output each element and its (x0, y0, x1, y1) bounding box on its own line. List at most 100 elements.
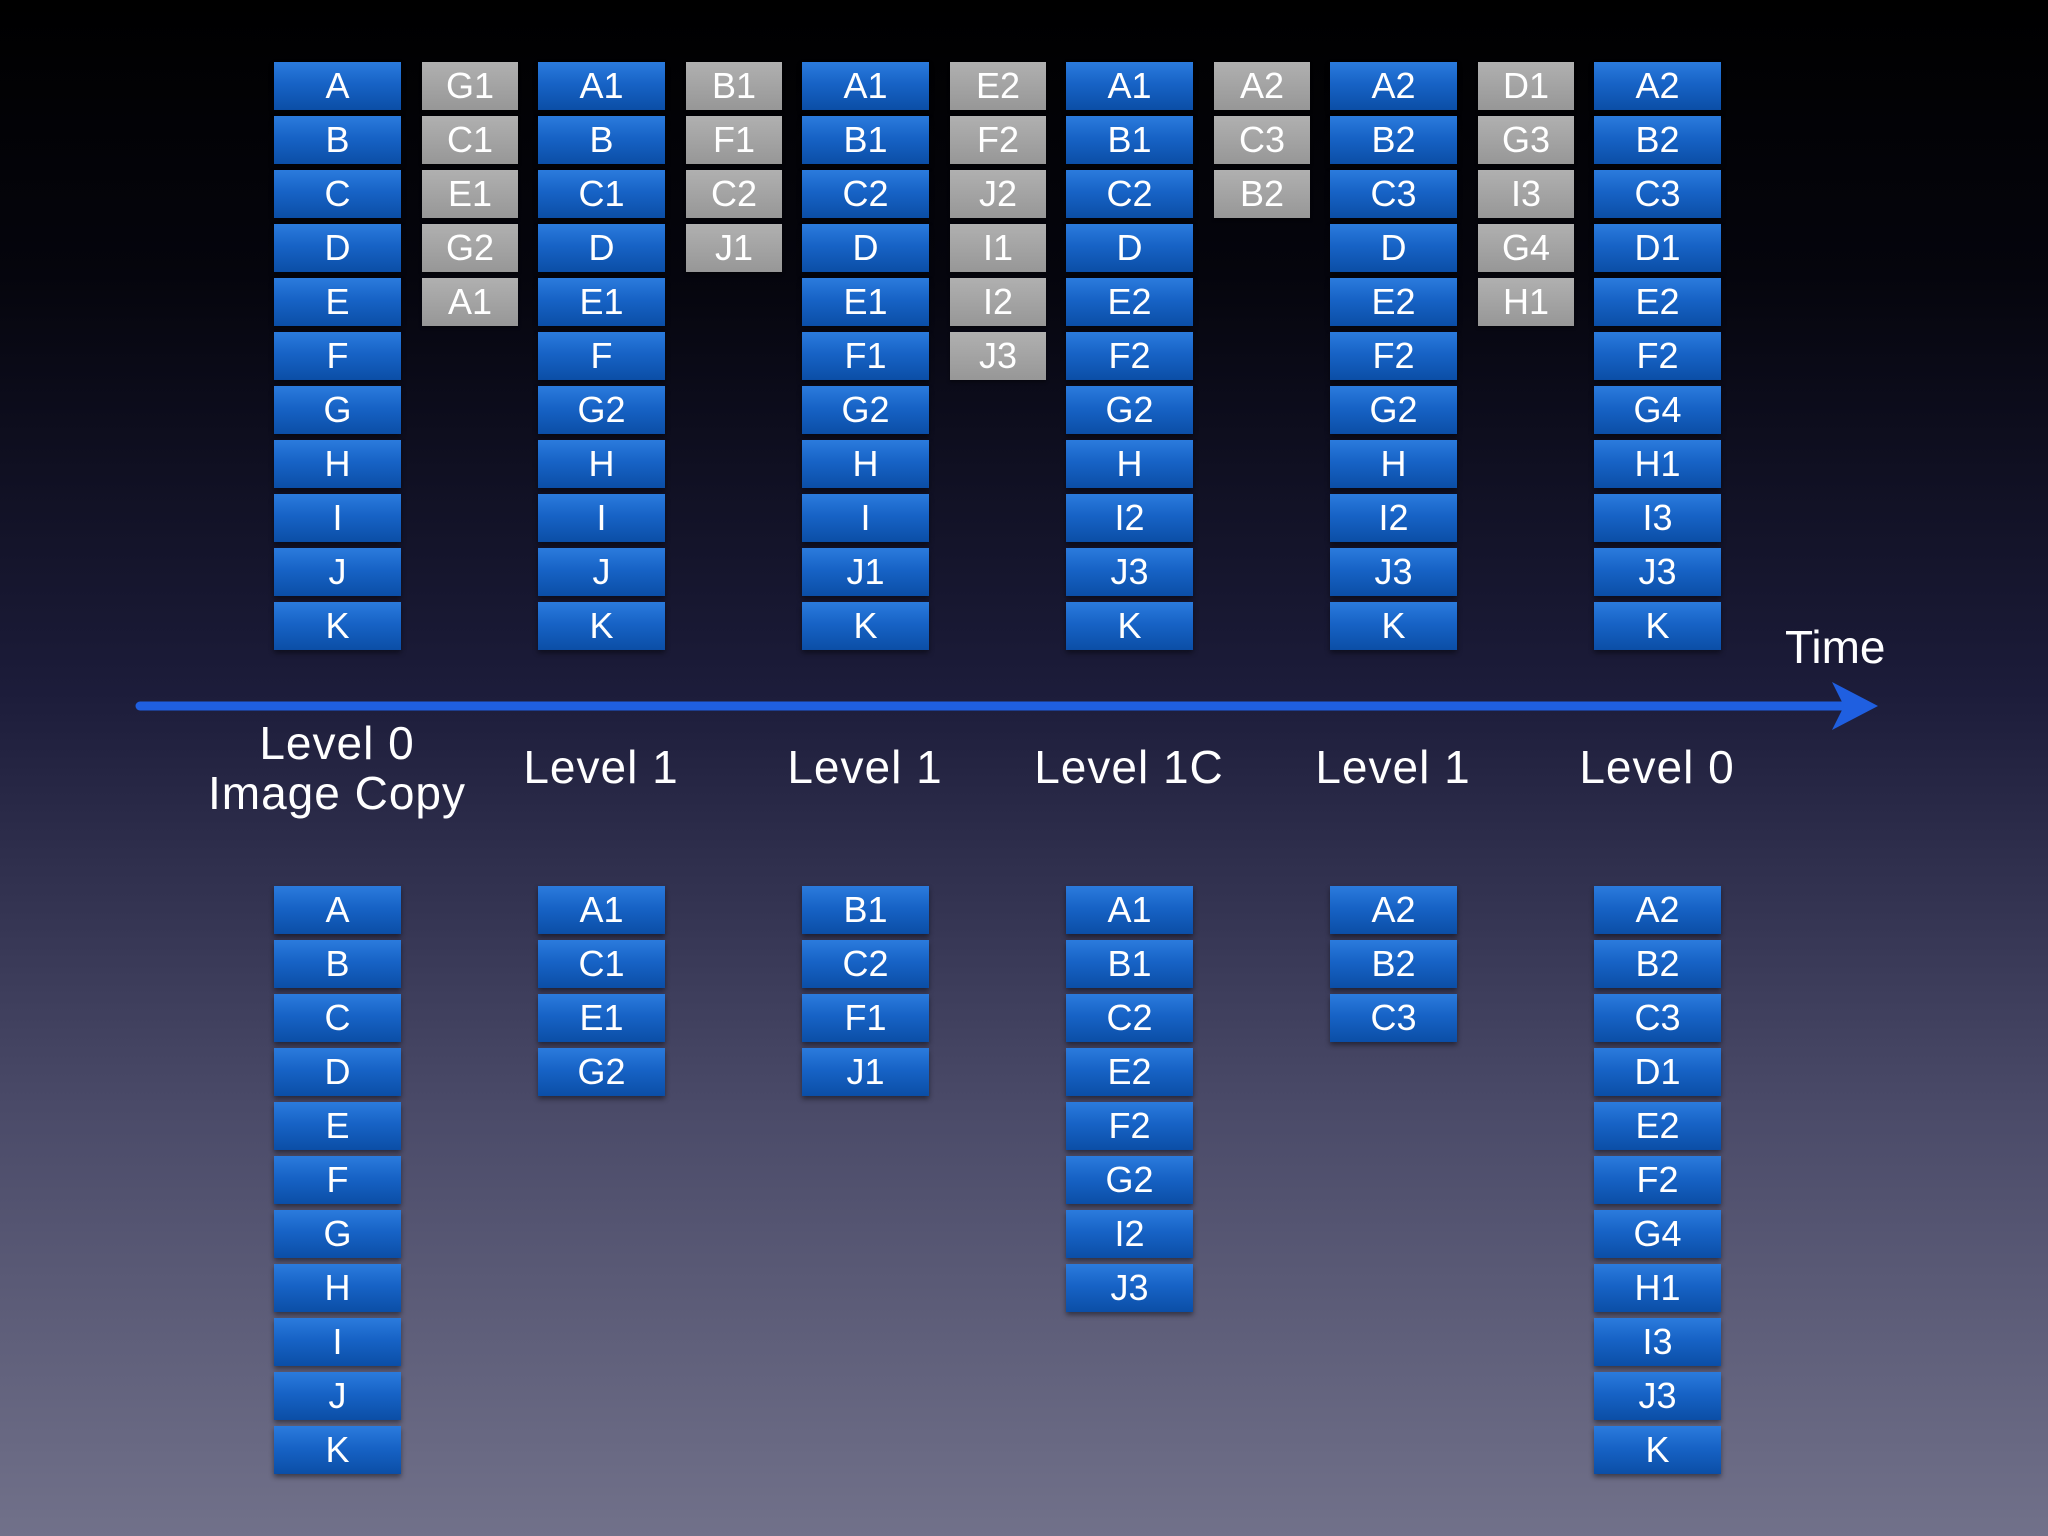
gray-block: J3 (950, 332, 1046, 380)
time-label: Time (1785, 621, 1886, 673)
blue-block: G2 (538, 386, 665, 434)
blue-block: J (538, 548, 665, 596)
blue-block: J3 (1594, 548, 1721, 596)
gray-block: G1 (422, 62, 518, 110)
blue-block: J3 (1066, 548, 1193, 596)
level-label-6: Level 0 (1527, 742, 1787, 792)
gray-block: C1 (422, 116, 518, 164)
blue-block: K (1330, 602, 1457, 650)
gray-block: C3 (1214, 116, 1310, 164)
blue-block: H (538, 440, 665, 488)
blue-block: H1 (1594, 440, 1721, 488)
blue-block: H (274, 1264, 401, 1312)
blue-block: C3 (1594, 170, 1721, 218)
blue-block: B1 (1066, 116, 1193, 164)
level-label-line: Level 1 (787, 741, 943, 793)
blue-block: G2 (1066, 1156, 1193, 1204)
blue-block: B2 (1330, 940, 1457, 988)
blue-block: J3 (1066, 1264, 1193, 1312)
gray-block: B1 (686, 62, 782, 110)
blue-block: G2 (538, 1048, 665, 1096)
blue-block: F2 (1066, 332, 1193, 380)
gray-block: I1 (950, 224, 1046, 272)
blue-block: K (274, 1426, 401, 1474)
blue-block: F (538, 332, 665, 380)
blue-block: J1 (802, 1048, 929, 1096)
timeline-arrow-head (1832, 682, 1878, 730)
blue-block: H (802, 440, 929, 488)
blue-block: K (1594, 1426, 1721, 1474)
blue-block: K (802, 602, 929, 650)
blue-block: B (538, 116, 665, 164)
blue-block: E2 (1594, 278, 1721, 326)
blue-block: J3 (1594, 1372, 1721, 1420)
blue-block: C2 (1066, 994, 1193, 1042)
blue-block: I (274, 1318, 401, 1366)
gray-block: E2 (950, 62, 1046, 110)
blue-block: K (274, 602, 401, 650)
blue-block: A2 (1330, 62, 1457, 110)
blue-block: H (1330, 440, 1457, 488)
blue-block: G2 (802, 386, 929, 434)
gray-block: F2 (950, 116, 1046, 164)
level-label-line: Image Copy (207, 767, 466, 819)
blue-block: C3 (1330, 170, 1457, 218)
blue-block: E1 (802, 278, 929, 326)
blue-block: C3 (1594, 994, 1721, 1042)
blue-block: A1 (538, 62, 665, 110)
blue-block: G4 (1594, 386, 1721, 434)
blue-block: D1 (1594, 224, 1721, 272)
blue-block: E (274, 1102, 401, 1150)
blue-block: C2 (802, 940, 929, 988)
gray-block: A2 (1214, 62, 1310, 110)
blue-block: F2 (1066, 1102, 1193, 1150)
blue-block: B1 (802, 886, 929, 934)
gray-block: F1 (686, 116, 782, 164)
blue-block: G (274, 386, 401, 434)
blue-block: G2 (1330, 386, 1457, 434)
blue-block: C1 (538, 940, 665, 988)
gray-block: G2 (422, 224, 518, 272)
gray-block: B2 (1214, 170, 1310, 218)
blue-block: G2 (1066, 386, 1193, 434)
blue-block: H (1066, 440, 1193, 488)
blue-block: C2 (1066, 170, 1193, 218)
gray-block: G3 (1478, 116, 1574, 164)
blue-block: A2 (1594, 62, 1721, 110)
blue-block: F (274, 332, 401, 380)
blue-block: A1 (538, 886, 665, 934)
blue-block: E2 (1066, 278, 1193, 326)
blue-block: B1 (802, 116, 929, 164)
level-label-4: Level 1C (999, 742, 1259, 792)
blue-block: I (538, 494, 665, 542)
blue-block: J (274, 548, 401, 596)
blue-block: K (538, 602, 665, 650)
blue-block: I (274, 494, 401, 542)
blue-block: B2 (1594, 116, 1721, 164)
blue-block: A (274, 62, 401, 110)
level-label-3: Level 1 (735, 742, 995, 792)
blue-block: G (274, 1210, 401, 1258)
gray-block: G4 (1478, 224, 1574, 272)
level-label-line: Level 1C (1034, 741, 1224, 793)
blue-block: B1 (1066, 940, 1193, 988)
blue-block: C (274, 170, 401, 218)
blue-block: F2 (1594, 332, 1721, 380)
gray-block: E1 (422, 170, 518, 218)
level-label-5: Level 1 (1263, 742, 1523, 792)
blue-block: A2 (1594, 886, 1721, 934)
level-label-line: Level 1 (523, 741, 679, 793)
blue-block: F (274, 1156, 401, 1204)
blue-block: G4 (1594, 1210, 1721, 1258)
blue-block: B (274, 116, 401, 164)
blue-block: B2 (1594, 940, 1721, 988)
blue-block: J3 (1330, 548, 1457, 596)
blue-block: D (538, 224, 665, 272)
blue-block: F1 (802, 994, 929, 1042)
blue-block: E (274, 278, 401, 326)
gray-block: D1 (1478, 62, 1574, 110)
blue-block: A1 (802, 62, 929, 110)
blue-block: D (274, 224, 401, 272)
blue-block: H1 (1594, 1264, 1721, 1312)
